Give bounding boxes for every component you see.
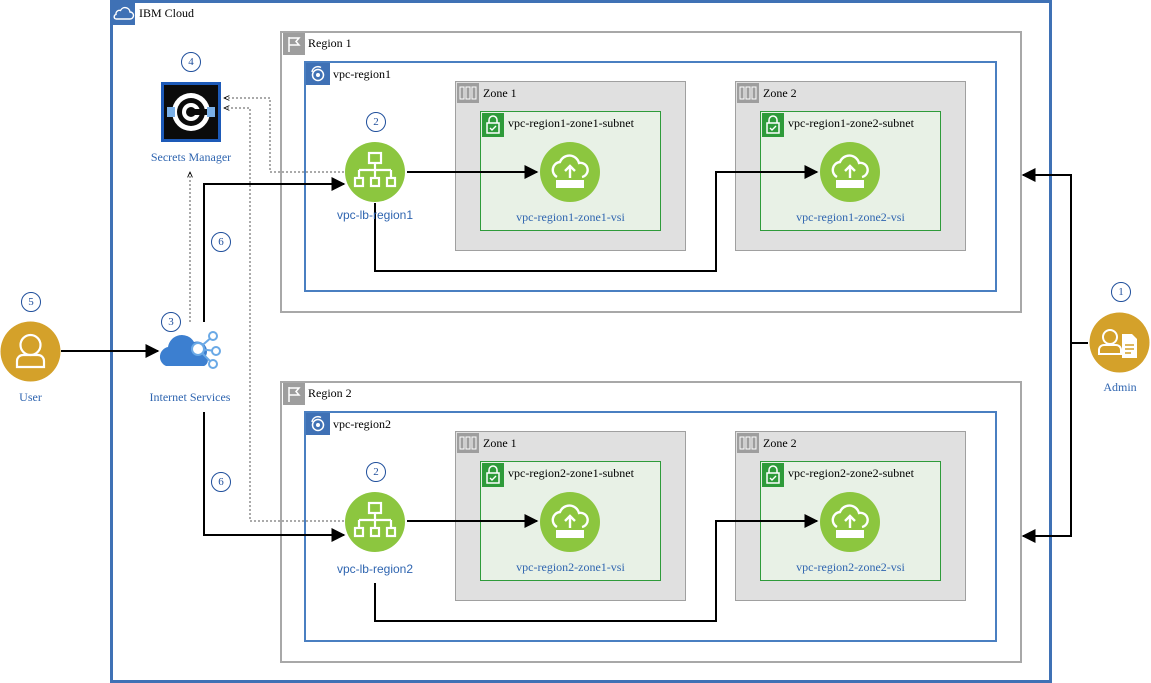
step-badge-6: 6	[211, 232, 231, 252]
region1-zone1-vsi-label: vpc-region1-zone1-vsi	[516, 210, 625, 224]
region2-zone1-vsi-label: vpc-region2-zone1-vsi	[516, 560, 625, 574]
region2-zone1-subnet-label: vpc-region2-zone1-subnet	[508, 466, 634, 480]
step-badge-4: 4	[181, 52, 201, 72]
user-label: User	[19, 390, 42, 404]
flag-icon	[283, 383, 305, 405]
ibm-cloud-container	[110, 0, 1052, 683]
admin-to-region1-arrow	[1021, 168, 1088, 344]
step-badge-5: 5	[21, 292, 41, 312]
region1-zone1-subnet-label: vpc-region1-zone1-subnet	[508, 116, 634, 130]
vsi-cloud-icon[interactable]	[819, 491, 881, 553]
region-2-label: Region 2	[308, 386, 352, 400]
load-balancer-icon[interactable]	[344, 141, 406, 203]
lb2-to-zone2-arrow	[374, 514, 819, 622]
region-1-label: Region 1	[308, 36, 352, 50]
step-badge-3: 3	[161, 312, 181, 332]
region1-zone2-label: Zone 2	[763, 86, 797, 100]
vsi-cloud-icon[interactable]	[819, 141, 881, 203]
lock-icon	[482, 463, 504, 487]
region2-zone2-vsi-label: vpc-region2-zone2-vsi	[796, 560, 905, 574]
lock-icon	[762, 463, 784, 487]
vpc-icon	[306, 413, 330, 435]
region1-zone2-vsi-label: vpc-region1-zone2-vsi	[796, 210, 905, 224]
internet-services-icon[interactable]	[158, 324, 222, 374]
zone-icon	[457, 83, 479, 103]
vsi-cloud-icon[interactable]	[539, 141, 601, 203]
step-badge-2: 2	[366, 112, 386, 132]
vpc-icon	[306, 63, 330, 85]
internet-services-label: Internet Services	[149, 390, 231, 404]
admin-label: Admin	[1103, 380, 1137, 394]
vsi-cloud-icon[interactable]	[539, 491, 601, 553]
load-balancer-icon[interactable]	[344, 491, 406, 553]
lock-icon	[762, 113, 784, 137]
ibm-cloud-label: IBM Cloud	[139, 6, 195, 20]
flag-icon	[283, 33, 305, 55]
lb-region2-label: vpc-lb-region2	[336, 562, 414, 576]
vpc-region1-label: vpc-region1	[333, 67, 391, 81]
lb-region1-label: vpc-lb-region1	[336, 208, 414, 222]
region2-zone2-subnet-label: vpc-region2-zone2-subnet	[788, 466, 914, 480]
user-icon[interactable]	[0, 321, 61, 382]
zone-icon	[737, 83, 759, 103]
region1-zone2-subnet-label: vpc-region1-zone2-subnet	[788, 116, 914, 130]
zone-icon	[457, 433, 479, 453]
region2-zone2-label: Zone 2	[763, 436, 797, 450]
lb1-to-secrets-dotted	[224, 98, 344, 173]
lb1-to-zone2-arrow	[374, 165, 819, 272]
step-badge-6: 6	[211, 472, 231, 492]
vpc-region2-label: vpc-region2	[333, 417, 391, 431]
step-badge-1: 1	[1111, 282, 1131, 302]
admin-icon[interactable]	[1089, 312, 1150, 373]
cis-to-lb1-arrow	[203, 177, 346, 322]
lb2-to-secrets-dotted	[224, 108, 344, 522]
cis-to-lb2-arrow	[203, 412, 346, 542]
region1-zone1-label: Zone 1	[483, 86, 517, 100]
admin-to-region2-arrow	[1021, 343, 1072, 543]
cloud-icon	[111, 3, 135, 25]
step-badge-2: 2	[366, 462, 386, 482]
secrets-manager-icon[interactable]	[161, 82, 221, 142]
zone-icon	[737, 433, 759, 453]
lock-icon	[482, 113, 504, 137]
region2-zone1-label: Zone 1	[483, 436, 517, 450]
secrets-manager-label: Secrets Manager	[150, 150, 232, 164]
